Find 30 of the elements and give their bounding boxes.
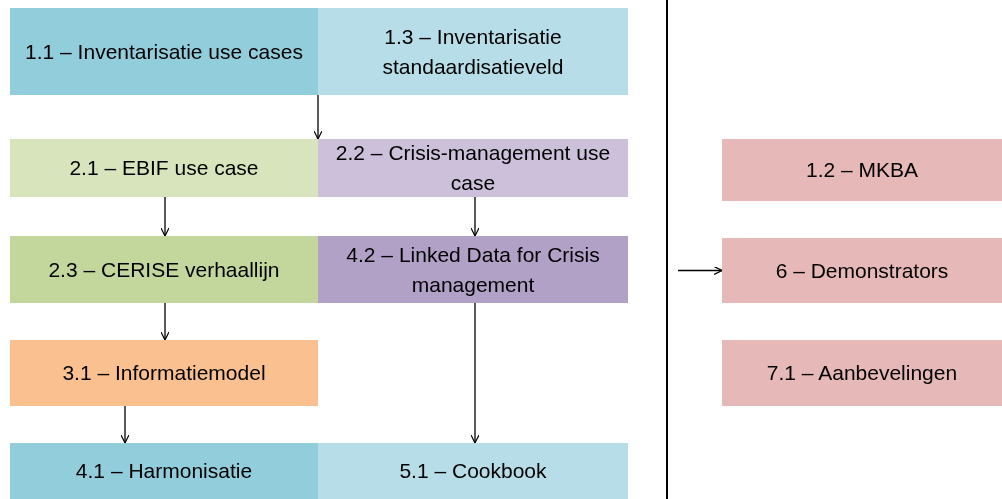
task-box xyxy=(10,443,318,499)
task-label: 4.1 – Harmonisatie xyxy=(75,458,253,484)
task-label: 1.1 – Inventarisatie use cases xyxy=(25,38,303,65)
task-box xyxy=(318,8,628,95)
arrow xyxy=(677,265,723,276)
task-box xyxy=(10,8,318,95)
task-box xyxy=(722,340,1002,406)
task-label: 1.3 – Inventarisatie standaardisatieveld xyxy=(381,23,565,80)
task-box xyxy=(318,236,628,303)
task-label: 4.2 – Linked Data for Crisis management xyxy=(345,241,601,298)
task-label: 3.1 – Informatiemodel xyxy=(62,360,266,386)
task-box xyxy=(10,236,318,303)
task-label: 6 – Demonstrators xyxy=(775,257,949,284)
arrow xyxy=(470,196,480,237)
task-label: 2.2 – Crisis-management use case xyxy=(334,140,612,196)
arrow xyxy=(160,302,170,341)
task-label: 2.3 – CERISE verhaallijn xyxy=(48,256,280,283)
task-box xyxy=(10,139,318,197)
arrow xyxy=(160,196,170,237)
task-box xyxy=(722,139,1002,201)
arrow xyxy=(313,94,323,140)
arrow xyxy=(120,405,130,444)
task-box xyxy=(10,340,318,406)
arrow xyxy=(470,302,480,444)
task-label: 2.1 – EBIF use case xyxy=(69,155,259,181)
task-label: 5.1 – Cookbook xyxy=(399,458,547,484)
task-label: 1.2 – MKBA xyxy=(805,157,919,183)
task-box xyxy=(318,443,628,499)
task-label: 7.1 – Aanbevelingen xyxy=(766,360,958,386)
task-box xyxy=(722,238,1002,303)
